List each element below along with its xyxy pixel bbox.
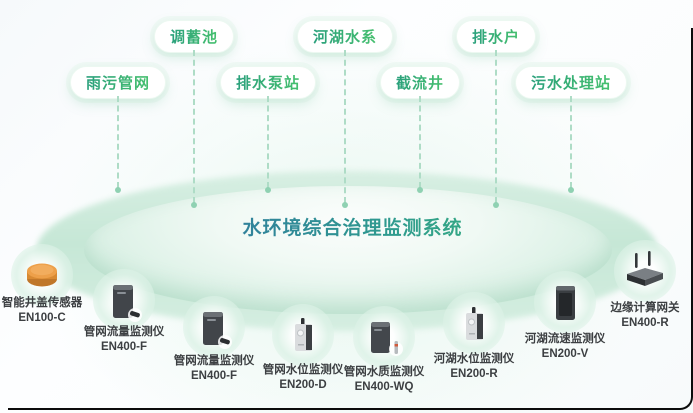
pipe-level-monitor-icon	[295, 318, 312, 351]
category-pill-drainage-pump-station: 排水泵站	[219, 66, 317, 99]
device-name: 河湖水位监测仪	[433, 353, 515, 365]
category-pill-rain-sewage-network: 雨污管网	[69, 66, 167, 99]
category-pill-label: 排水户	[471, 29, 521, 46]
category-pill-drainage-household: 排水户	[455, 20, 537, 53]
category-pill-label: 截流井	[395, 75, 445, 92]
connector-dot	[342, 202, 348, 208]
category-pill-label: 排水泵站	[235, 75, 301, 92]
category-pill-label: 污水处理站	[530, 75, 612, 92]
connector-dashed-line	[419, 96, 421, 188]
device-name: 河湖流速监测仪	[524, 333, 606, 345]
device-name: 智能井盖传感器	[1, 297, 83, 309]
device-name: 管网水质监测仪	[343, 366, 425, 378]
device-model: EN200-D	[279, 379, 327, 391]
connector-dashed-line	[193, 50, 195, 203]
connector-dashed-line	[570, 96, 572, 188]
connector-dot	[417, 187, 423, 193]
system-title: 水环境综合治理监测系统	[12, 213, 693, 240]
device-model: EN100-C	[18, 312, 66, 324]
edge-gateway-icon	[627, 251, 663, 286]
river-velocity-monitor-icon	[556, 286, 575, 320]
device-name: 管网流量监测仪	[83, 326, 165, 338]
category-pill-storage-pool: 调蓄池	[153, 20, 235, 53]
device-model: EN400-F	[100, 341, 148, 353]
category-pill-sewage-treatment-station: 污水处理站	[514, 66, 628, 99]
device-name: 管网流量监测仪	[173, 355, 255, 367]
device-name: 边缘计算网关	[610, 302, 680, 314]
pipe-quality-monitor-icon	[371, 322, 403, 356]
connector-dot	[115, 187, 121, 193]
connector-dot	[191, 202, 197, 208]
platform-ellipse-inner	[84, 186, 612, 314]
connector-dashed-line	[117, 96, 119, 188]
category-pill-label: 雨污管网	[85, 75, 151, 92]
device-name: 管网水位监测仪	[262, 364, 344, 376]
pipe-flow-monitor-icon	[203, 312, 232, 349]
category-pill-river-lake-system: 河湖水系	[296, 20, 394, 53]
device-model: EN200-R	[450, 368, 498, 380]
device-model: EN400-F	[190, 370, 238, 382]
category-pill-label: 调蓄池	[169, 29, 219, 46]
device-model: EN400-WQ	[354, 381, 414, 393]
manhole-cover-sensor-icon	[27, 263, 57, 287]
category-pill-label: 河湖水系	[312, 29, 378, 46]
connector-dot	[568, 187, 574, 193]
river-level-monitor-icon	[466, 307, 483, 340]
category-pill-interception-well: 截流井	[379, 66, 461, 99]
device-model: EN400-R	[621, 317, 669, 329]
device-model: EN200-V	[541, 348, 589, 360]
connector-dashed-line	[267, 96, 269, 188]
pipe-flow-monitor-icon	[113, 285, 142, 322]
connector-dashed-line	[495, 50, 497, 203]
connector-dot	[265, 187, 271, 193]
connector-dot	[493, 202, 499, 208]
connector-dashed-line	[344, 50, 346, 203]
